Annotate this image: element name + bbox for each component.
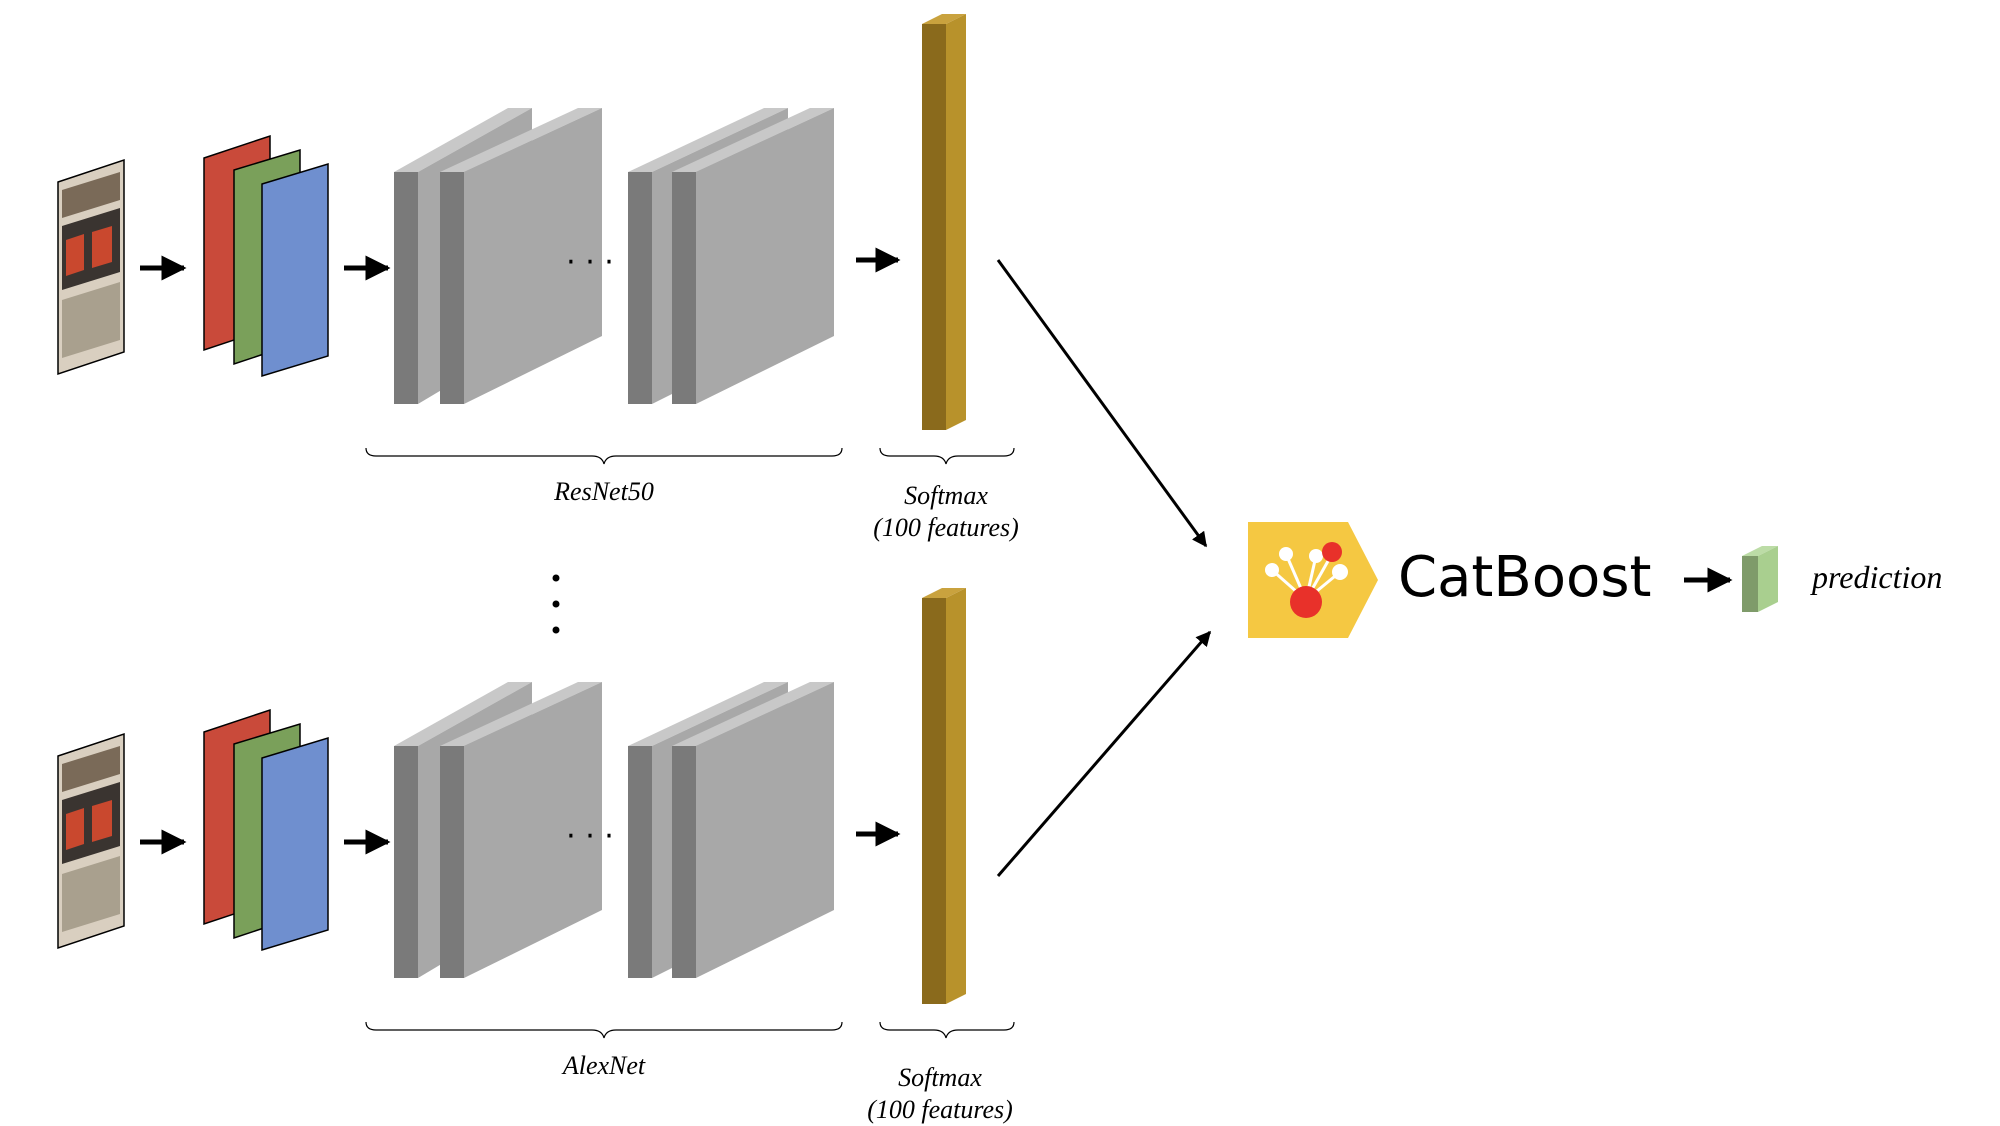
network-brace [365, 447, 843, 465]
network-brace [365, 1021, 843, 1039]
model-label: CatBoost [1398, 545, 1651, 610]
output-label: prediction [1810, 559, 1942, 595]
pipeline-bottom: · · · AlexNet Softmax (100 features) [57, 588, 1015, 1124]
catboost-logo-icon [1248, 522, 1378, 638]
softmax-vector [922, 588, 966, 1004]
conv-layer [440, 682, 602, 978]
network-label: AlexNet [561, 1051, 646, 1080]
conv-layer [672, 108, 834, 404]
softmax-brace [879, 1021, 1015, 1039]
softmax-sublabel: (100 features) [873, 513, 1019, 542]
pipeline-ellipsis [552, 574, 560, 634]
rgb-channels [203, 134, 329, 378]
arrow-to-catboost [996, 630, 1212, 877]
arrow-to-catboost [996, 259, 1208, 548]
pipeline-top: · · · ResNet50 Softmax (100 features) [57, 14, 1019, 542]
softmax-vector [922, 14, 966, 430]
softmax-sublabel: (100 features) [867, 1095, 1013, 1124]
softmax-label: Softmax [904, 481, 988, 510]
rgb-channels [203, 708, 329, 952]
layer-ellipsis: · · · [566, 819, 614, 854]
prediction-output-icon [1742, 546, 1778, 612]
input-image [57, 732, 125, 950]
conv-layer [672, 682, 834, 978]
network-label: ResNet50 [553, 477, 654, 506]
input-image [57, 158, 125, 376]
softmax-brace [879, 447, 1015, 465]
softmax-label: Softmax [898, 1063, 982, 1092]
conv-layer [440, 108, 602, 404]
layer-ellipsis: · · · [566, 245, 614, 280]
